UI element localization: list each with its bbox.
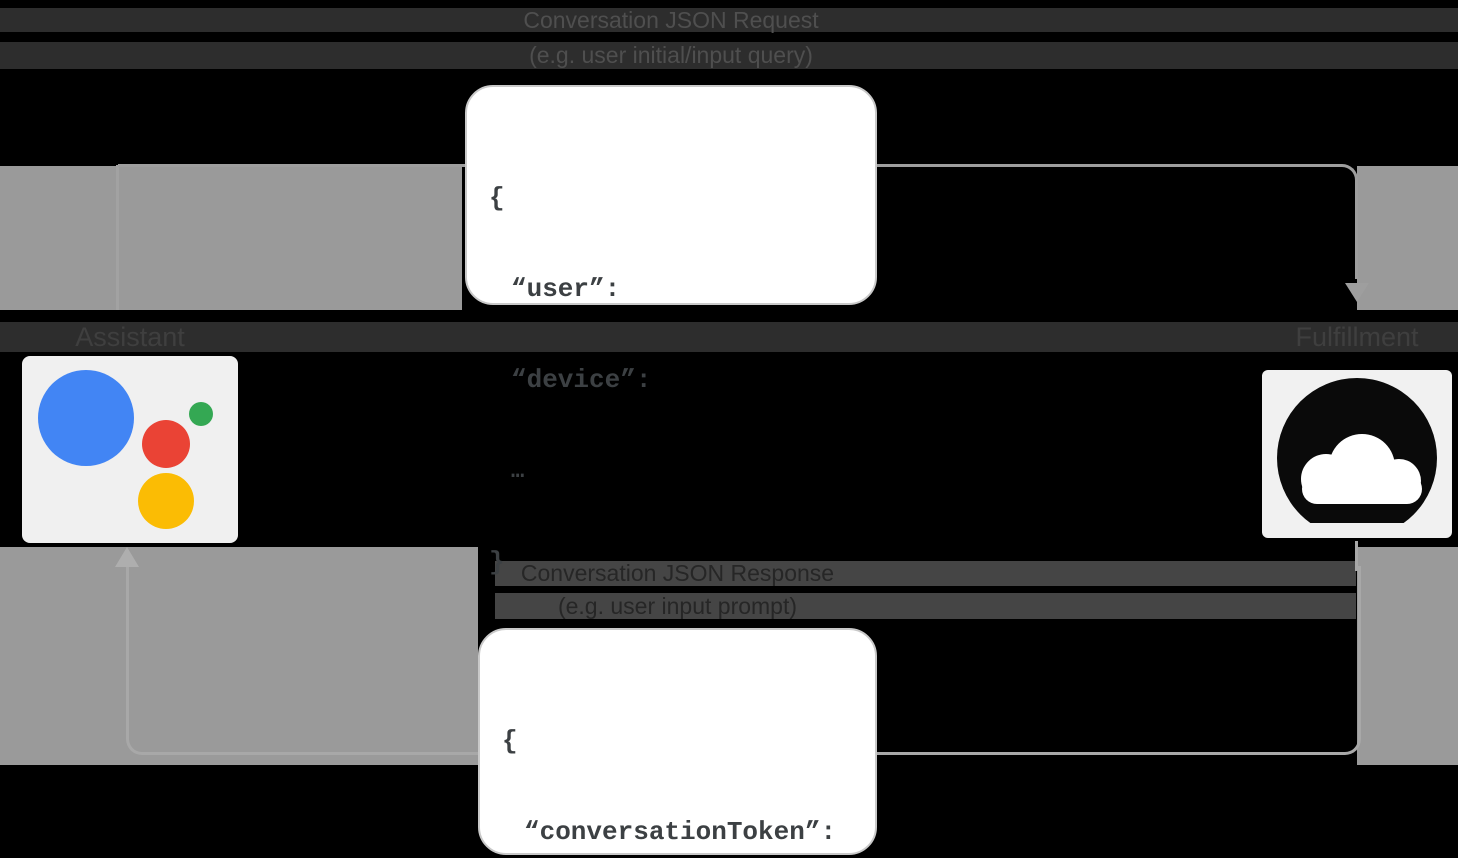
response-subtitle: (e.g. user input prompt) bbox=[557, 593, 798, 619]
code-close-brace: } bbox=[489, 547, 505, 577]
gray-band-bottom-right bbox=[1357, 547, 1458, 765]
request-json-code: { “user”: “device”: … } bbox=[489, 123, 651, 638]
response-json-box: { “conversationToken”: “userStorage”: … … bbox=[478, 628, 877, 855]
google-assistant-icon bbox=[22, 356, 238, 543]
request-title: Conversation JSON Request bbox=[523, 7, 819, 33]
code-ellipsis: … bbox=[511, 459, 525, 484]
actor-label-strip bbox=[0, 322, 1458, 352]
assistant-blue-circle bbox=[38, 370, 134, 466]
code-open-brace: { bbox=[502, 726, 518, 756]
request-title-strip bbox=[0, 8, 1458, 32]
request-json-box: { “user”: “device”: … } bbox=[465, 85, 877, 577]
gray-band-top-right bbox=[1357, 166, 1458, 310]
response-title: Conversation JSON Response bbox=[520, 560, 835, 586]
assistant-red-circle bbox=[142, 420, 190, 468]
fulfillment-label: Fulfillment bbox=[1295, 322, 1419, 352]
request-subtitle-strip bbox=[0, 42, 1458, 69]
code-field-device: “device”: bbox=[511, 365, 652, 395]
cloud-icon bbox=[1262, 370, 1452, 538]
code-open-brace: { bbox=[489, 183, 505, 213]
arrowhead-up-icon bbox=[115, 547, 139, 567]
response-title-strip bbox=[495, 561, 1356, 586]
response-json-code: { “conversationToken”: “userStorage”: … … bbox=[502, 666, 836, 858]
gray-band-bottom-left bbox=[0, 547, 478, 765]
request-arrow-left-stub bbox=[116, 165, 119, 310]
cloud-icon-svg bbox=[1277, 378, 1437, 523]
gray-band-top-left bbox=[0, 166, 462, 310]
arrowhead-down-icon bbox=[1345, 283, 1369, 302]
response-arrow-right-stub bbox=[1355, 541, 1358, 571]
request-subtitle: (e.g. user initial/input query) bbox=[529, 42, 813, 68]
response-subtitle-strip bbox=[495, 593, 1356, 619]
assistant-label: Assistant bbox=[75, 322, 185, 352]
code-field-user: “user”: bbox=[511, 274, 621, 304]
code-field-conversation-token: “conversationToken”: bbox=[524, 817, 837, 847]
assistant-yellow-circle bbox=[138, 473, 194, 529]
assistant-green-circle bbox=[189, 402, 213, 426]
